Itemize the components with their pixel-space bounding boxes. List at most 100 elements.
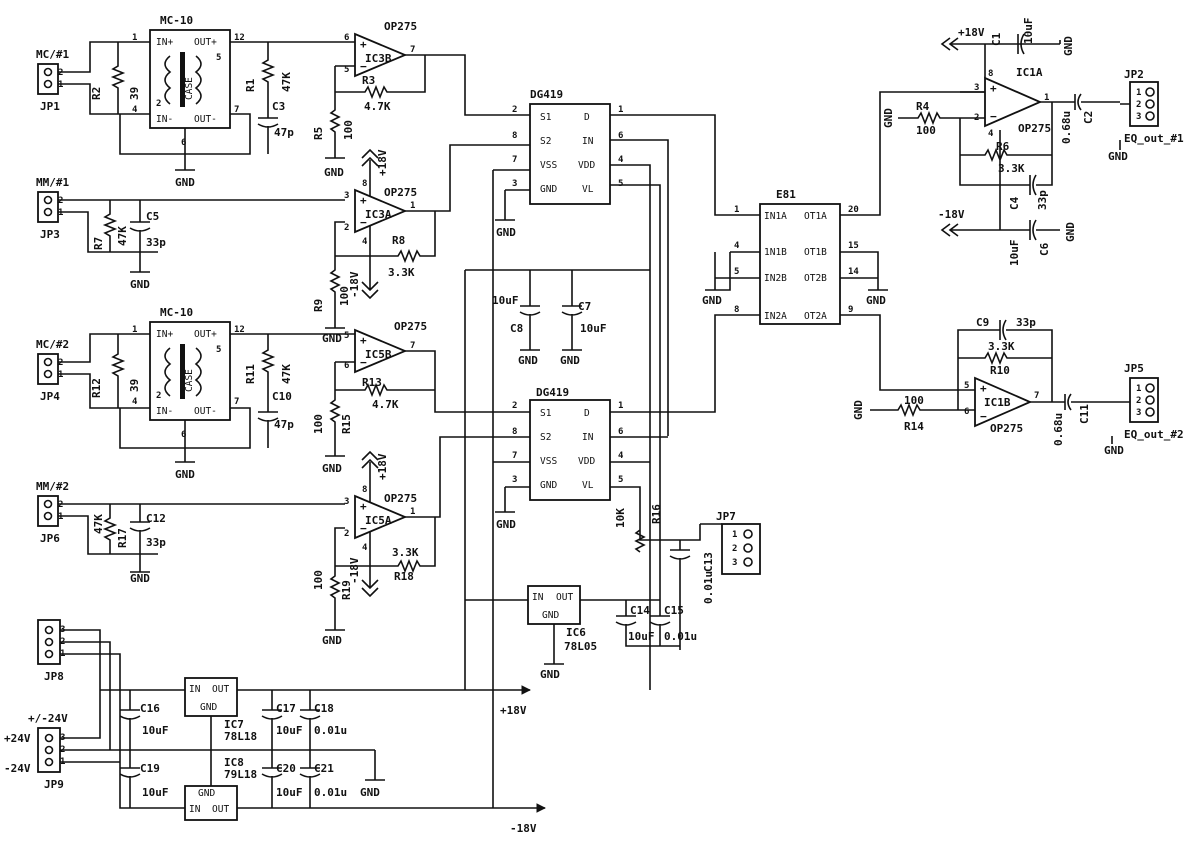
eq-right-0-label: OT1A [804, 211, 827, 222]
capacitors-20-value-label: 0.01u [314, 786, 347, 799]
regulator-ic6: IN OUT GND IC6 78L05 GND C14 10uF C15 0.… [465, 585, 697, 681]
svg-text:−: − [360, 356, 367, 369]
transformers-1-in_minus-label: IN- [156, 406, 173, 417]
capacitors-11-ref-label: C11 [1078, 404, 1091, 424]
svg-text:+: + [360, 500, 367, 513]
connectors-jp3-pins-1-label: 1 [58, 208, 63, 218]
resistors-10-ref-label: R15 [340, 414, 353, 434]
capacitors-13-ref-label: C14 [630, 604, 650, 617]
switches-1-nums-5-label: 6 [618, 427, 623, 437]
r2-ref: R2 [90, 87, 103, 100]
resistors-9-ref-label: R13 [362, 376, 382, 389]
rails-gnd-label: GND [1108, 150, 1128, 163]
resistors-2-value-label: 4.7K [364, 100, 391, 113]
regulators-0-out-label: OUT [556, 592, 573, 603]
opamps-1-pins-2-label: 1 [410, 201, 415, 211]
rails-gnd-label: GND [518, 354, 538, 367]
switches-1-nums-4-label: 1 [618, 401, 623, 411]
capacitors-6-value-label: 10uF [1022, 18, 1035, 45]
capacitors-20-ref-label: C21 [314, 762, 334, 775]
transformers-0-pins-5-label: 7 [234, 105, 239, 115]
transformers-1-in_plus-label: IN+ [156, 329, 173, 340]
svg-text:+: + [980, 382, 987, 395]
rails-gnd-label: GND [1064, 222, 1077, 242]
rails-pos-label: +18V [376, 149, 389, 176]
transformers-1-name-label: MC-10 [160, 306, 193, 319]
rails-neg-label: -18V [938, 208, 965, 221]
switches-1-nums-1-label: 8 [512, 427, 517, 437]
switches-1-pins-vss-label: VSS [540, 456, 557, 467]
transformers-1-pins-0-label: 1 [132, 325, 137, 335]
capacitors-10-value-label: 33p [1016, 316, 1036, 329]
opamps-5-pins-1-label: 6 [964, 407, 969, 417]
connectors-jp2-title-label: EQ_out_#1 [1124, 132, 1184, 145]
connectors-jp4-title-label: MC/#2 [36, 338, 69, 351]
rails-neg-label: -18V [348, 557, 361, 584]
mc1-input-stage: MC/#1 2 1 JP1 R2 39 MC-10 IN+ OUT+ IN- O… [36, 14, 345, 189]
capacitors-9-value-label: 33p [1036, 190, 1049, 210]
switches-0-nums-6-label: 4 [618, 155, 624, 165]
resistors-15-ref-label: R4 [916, 100, 930, 113]
connectors-jp9-label_pos-label: +24V [4, 732, 31, 745]
opamps-3-pins-0-label: 3 [344, 497, 349, 507]
eq-right_nums-2-label: 14 [848, 267, 859, 277]
rails-gnd-label: GND [175, 468, 195, 481]
resistors-2-ref-label: R3 [362, 74, 375, 87]
capacitors-13-value-label: 10uF [628, 630, 655, 643]
opamps-0-pins-2-label: 7 [410, 45, 415, 55]
capacitors-8-value-label: 0.68u [1060, 111, 1073, 144]
capacitors-19-ref-label: C20 [276, 762, 296, 775]
rails-gnd-label: GND [130, 278, 150, 291]
rails-gnd-label: GND [130, 572, 150, 585]
mm2-input-stage: MM/#2 2 1 JP6 47K R17 C12 33p GND [36, 480, 345, 585]
resistors-1-ref-label: R1 [244, 78, 257, 92]
capacitors-5-ref-label: C7 [578, 300, 591, 313]
capacitors-9-ref-label: C4 [1008, 196, 1021, 210]
opamps-3-pins-4-label: 4 [362, 543, 368, 553]
svg-text:+: + [990, 82, 997, 95]
svg-text:−: − [980, 410, 987, 423]
capacitors-16-value-label: 10uF [276, 724, 303, 737]
connectors-jp3-pins-0-label: 2 [58, 196, 63, 206]
opamps-4-pins-2-label: 1 [1044, 93, 1049, 103]
jp1-ref: JP1 [40, 100, 60, 113]
resistors-6-value-label: 100 [338, 286, 351, 306]
rails-gnd-label: GND [1062, 36, 1075, 56]
eq-block-e81: E81 IN1A 1N1B IN2B IN2A OT1A OT1B OT2B O… [702, 91, 985, 391]
opamps-3-pins-2-label: 1 [410, 507, 415, 517]
opamps-0-pins-0-label: 6 [344, 33, 349, 43]
connectors-jp4-pins-0-label: 2 [58, 358, 63, 368]
eq-name-label: E81 [776, 188, 796, 201]
opamp-ic5a: +− IC5A OP275 3 2 1 8 4 +18V -18V 3.3K R… [312, 436, 520, 647]
switches-1-type-label: DG419 [536, 386, 569, 399]
opamps-2-pins-1-label: 6 [344, 361, 349, 371]
capacitors-15-value-label: 10uF [142, 724, 169, 737]
opamps-0-ref-label: IC3B [365, 52, 392, 65]
capacitors-3-ref-label: C12 [146, 512, 166, 525]
connectors-jp2-pins-0-label: 1 [1136, 88, 1141, 98]
eq-left_nums-3-label: 8 [734, 305, 739, 315]
connectors-jp8-ref-label: JP8 [44, 670, 64, 683]
eq-right-1-label: OT1B [804, 247, 827, 258]
regulators-0-in-label: IN [532, 592, 544, 603]
resistors-3-value-label: 100 [342, 120, 355, 140]
rails-gnd-label: GND [360, 786, 380, 799]
switches-1-pins-in-label: IN [582, 432, 594, 443]
connectors-jp5-pins-2-label: 3 [1136, 408, 1141, 418]
transformers-1-out_plus-label: OUT+ [194, 329, 217, 340]
switches-1-pins-gnd-label: GND [540, 480, 557, 491]
opamps-4-pins-0-label: 3 [974, 83, 979, 93]
opamps-2-pins-2-label: 7 [410, 341, 415, 351]
t1-body [149, 29, 231, 129]
transformers-0-in_plus-label: IN+ [156, 37, 173, 48]
svg-text:−: − [360, 522, 367, 535]
transformers-1-pins-3-label: 2 [156, 391, 161, 401]
regulators-1-out-label: OUT [212, 684, 229, 695]
rails-gnd-label: GND [322, 332, 342, 345]
mc2-input-stage: MC/#2 2 1 JP4 R12 39 MC-10 IN+ OUT+ IN- … [36, 306, 345, 481]
transformers-0-out_minus-label: OUT- [194, 114, 217, 125]
regulators-2-in-label: IN [189, 804, 201, 815]
opamps-1-type-label: OP275 [384, 186, 417, 199]
opamps-3-pins-1-label: 2 [344, 529, 349, 539]
opamps-3-type-label: OP275 [384, 492, 417, 505]
